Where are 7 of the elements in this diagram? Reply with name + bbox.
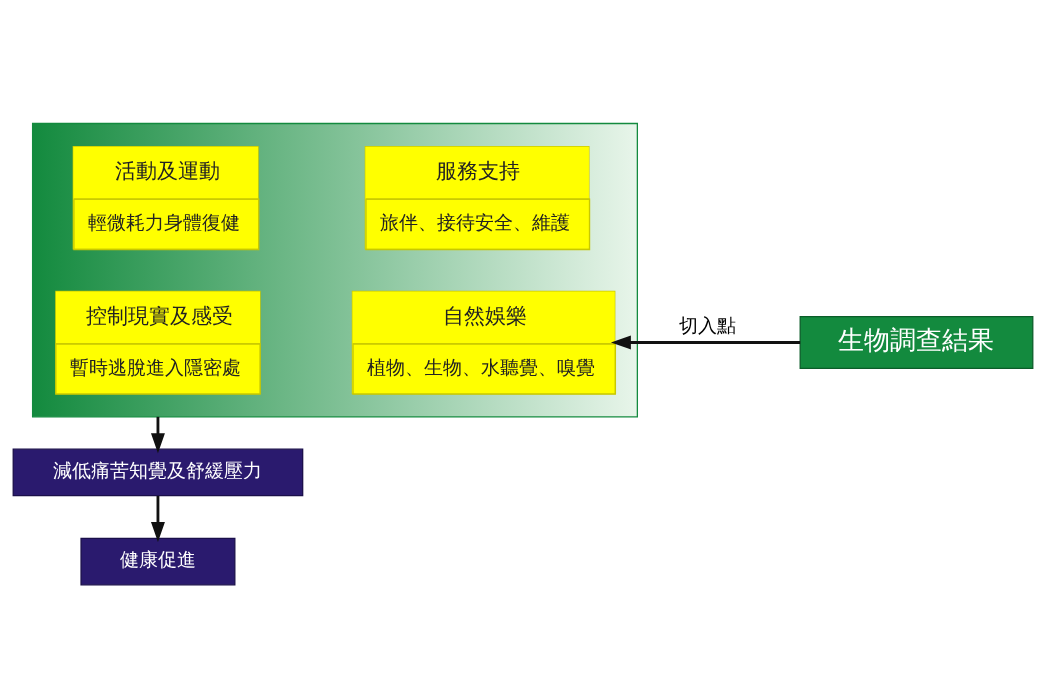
node-box: 健康促進 [80, 537, 236, 585]
arrow [150, 495, 165, 542]
node-box: 生物調查結果 [799, 315, 1034, 369]
node-box: 減低痛苦知覺及舒緩壓力 [12, 448, 304, 496]
arrow [610, 335, 801, 349]
cluster [31, 122, 638, 417]
edge-label: 切入點 [678, 313, 736, 337]
